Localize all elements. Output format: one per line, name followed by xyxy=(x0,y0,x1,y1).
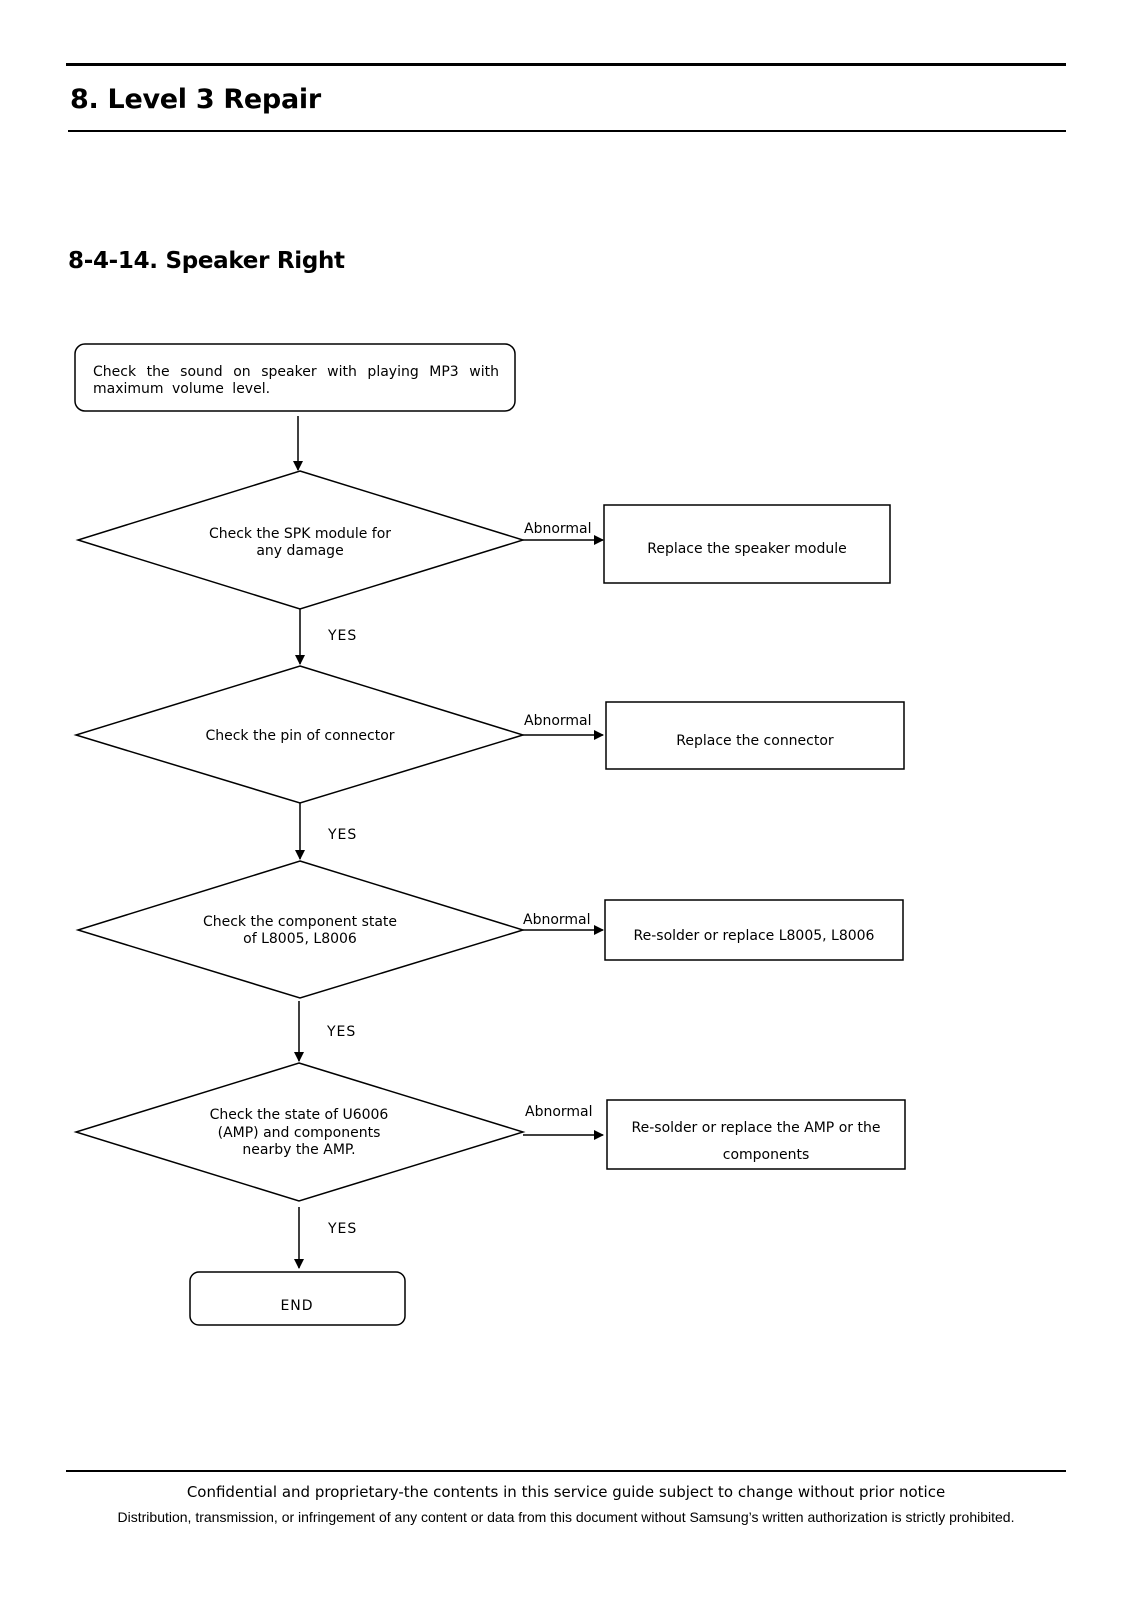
action-text-line: components xyxy=(723,1147,810,1163)
decision-text-line: Check the pin of connector xyxy=(205,728,394,744)
action-box xyxy=(603,504,891,584)
action-text-line: Replace the speaker module xyxy=(647,541,847,557)
end-text: END xyxy=(280,1298,313,1314)
abnormal-label: Abnormal xyxy=(524,521,592,537)
abnormal-label: Abnormal xyxy=(523,912,591,928)
yes-label: YES xyxy=(327,628,357,644)
start-box xyxy=(74,343,516,412)
header-bottom-rule xyxy=(68,130,1066,132)
decision-text-line: Check the state of U6006 xyxy=(210,1107,389,1123)
subsection-title: 8-4-14. Speaker Right xyxy=(68,248,345,274)
decision-text-line: (AMP) and components xyxy=(218,1125,381,1141)
action-box xyxy=(605,701,905,770)
yes-label: YES xyxy=(327,827,357,843)
action-box xyxy=(606,1099,906,1170)
start-box-text: Check the sound on speaker with playing … xyxy=(93,364,499,397)
decision-text-line: any damage xyxy=(256,543,343,559)
decision-text-line: Check the SPK module for xyxy=(209,526,391,542)
decision-diamond xyxy=(75,860,526,999)
abnormal-label: Abnormal xyxy=(524,713,592,729)
footer-distribution-notice: Distribution, transmission, or infringem… xyxy=(117,1509,1015,1525)
section-title: 8. Level 3 Repair xyxy=(70,84,321,115)
decision-diamond xyxy=(73,1062,526,1202)
action-text-line: Re-solder or replace L8005, L8006 xyxy=(634,928,875,944)
yes-label: YES xyxy=(326,1024,356,1040)
footer-confidential-notice: Confidential and proprietary-the content… xyxy=(186,1483,946,1501)
abnormal-label: Abnormal xyxy=(525,1104,593,1120)
yes-label: YES xyxy=(327,1221,357,1237)
footer-rule xyxy=(66,1470,1066,1472)
action-text-line: Replace the connector xyxy=(676,733,834,749)
end-box xyxy=(189,1271,406,1326)
decision-text-line: of L8005, L8006 xyxy=(243,931,357,947)
decision-text-line: nearby the AMP. xyxy=(242,1142,355,1158)
header-top-rule xyxy=(66,63,1066,66)
decision-text-line: Check the component state xyxy=(203,914,397,930)
action-text-line: Re-solder or replace the AMP or the xyxy=(632,1120,881,1136)
action-box xyxy=(604,899,904,961)
